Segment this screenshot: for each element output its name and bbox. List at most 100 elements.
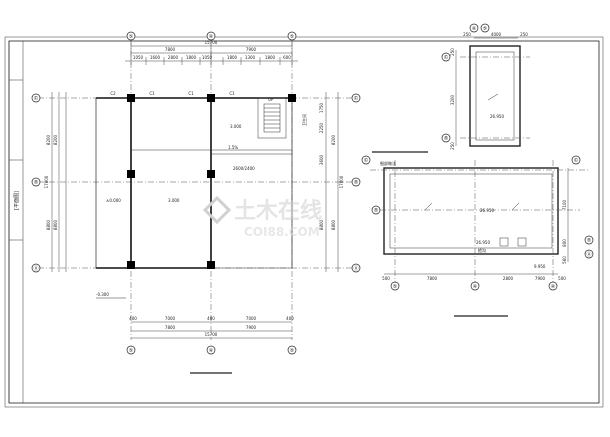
- window-label-1: C2: [110, 91, 116, 96]
- svg-text:3600: 3600: [319, 154, 324, 165]
- dim-top-span-1: 7800: [165, 47, 176, 52]
- svg-text:1800: 1800: [186, 55, 197, 60]
- svg-text:8800: 8800: [53, 219, 58, 230]
- svg-text:Ⓐ: Ⓐ: [353, 265, 358, 272]
- column: [207, 261, 215, 269]
- svg-text:250: 250: [463, 32, 471, 37]
- small-roof-plan: ④ ⑤ 4000 250 250 © ® 3200 250 250 26.950: [441, 23, 530, 150]
- svg-text:7000: 7000: [165, 316, 176, 321]
- window-label-2: C1: [149, 91, 155, 96]
- door-label: 2600/2400: [233, 166, 255, 171]
- svg-text:④: ④: [472, 26, 477, 32]
- svg-text:250: 250: [450, 48, 455, 56]
- elev-room-2: 3.000: [168, 198, 180, 203]
- svg-text:©: ©: [444, 54, 449, 61]
- grid-bubble-right-a: [351, 263, 361, 273]
- svg-text:7000: 7000: [246, 316, 257, 321]
- svg-text:8200: 8200: [53, 134, 58, 145]
- svg-text:26.950: 26.950: [476, 240, 490, 245]
- svg-text:土木在线: 土木在线: [234, 198, 322, 224]
- svg-text:9.950: 9.950: [534, 264, 546, 269]
- svg-text:2800: 2800: [168, 55, 179, 60]
- svg-text:1600: 1600: [150, 55, 161, 60]
- svg-text:3200: 3200: [450, 94, 455, 105]
- elev-outside: -0.300: [96, 292, 109, 297]
- svg-text:⑤: ⑤: [129, 348, 133, 354]
- svg-text:500: 500: [558, 276, 566, 281]
- svg-text:17800: 17800: [44, 175, 49, 188]
- svg-text:7900: 7900: [535, 276, 546, 281]
- grid-bubble-bottom-2: [206, 345, 216, 355]
- dim-top-span-2: 7900: [246, 47, 257, 52]
- svg-text:7900: 7900: [246, 325, 257, 330]
- svg-text:®: ®: [374, 207, 379, 214]
- main-floor-plan: ⑤ ④ ⑤ 15700 7800 7900 1050 1600 2800 180…: [31, 31, 361, 374]
- svg-text:⑤: ⑤: [393, 284, 397, 290]
- svg-text:7800: 7800: [165, 325, 176, 330]
- svg-text:400: 400: [286, 316, 294, 321]
- sheet-border: [4, 36, 604, 408]
- drawing-number: [平面图]: [14, 191, 20, 210]
- grid-bubble-right-b: [351, 177, 361, 187]
- grid-bubble-left-a: [31, 263, 41, 273]
- svg-text:8200: 8200: [331, 134, 336, 145]
- svg-text:④: ④: [209, 348, 214, 354]
- window-label-3: C1: [188, 91, 194, 96]
- svg-text:©: ©: [34, 95, 39, 102]
- svg-text:1050: 1050: [202, 55, 213, 60]
- svg-text:250: 250: [450, 142, 455, 150]
- svg-text:600: 600: [283, 55, 291, 60]
- elev-room-1: ±0.000: [106, 198, 121, 203]
- svg-text:®: ®: [444, 135, 449, 142]
- roof-plan: © © ® Ⓐ 细部做法 26.950 26.950 檐沟 9.950 7800…: [361, 151, 594, 317]
- column: [127, 170, 135, 178]
- svg-text:⑤: ⑤: [483, 26, 487, 32]
- svg-text:©: ©: [364, 157, 369, 164]
- svg-text:©: ©: [354, 95, 359, 102]
- svg-text:560: 560: [562, 256, 567, 264]
- svg-text:15700: 15700: [205, 332, 218, 337]
- svg-text:1800: 1800: [265, 55, 276, 60]
- svg-text:17800: 17800: [339, 175, 344, 188]
- svg-text:8800: 8800: [46, 219, 51, 230]
- svg-text:250: 250: [520, 32, 528, 37]
- grid-label-top-1: ⑤: [129, 34, 133, 40]
- svg-text:Ⓐ: Ⓐ: [586, 251, 591, 258]
- grid-bubble-left-c: [31, 93, 41, 103]
- stair-note: 1.5%: [228, 145, 238, 150]
- svg-text:7100: 7100: [562, 199, 567, 210]
- grid-bubble-right-c: [351, 93, 361, 103]
- svg-text:8200: 8200: [46, 134, 51, 145]
- svg-text:1050: 1050: [133, 55, 144, 60]
- column: [288, 94, 296, 102]
- svg-text:800: 800: [562, 239, 567, 247]
- svg-text:1300: 1300: [245, 55, 256, 60]
- grid-label-top-3: ⑤: [290, 34, 294, 40]
- svg-text:8800: 8800: [331, 219, 336, 230]
- svg-text:®: ®: [587, 237, 592, 244]
- svg-text:4000: 4000: [491, 32, 502, 37]
- dim-top-segments: 1050 1600 2800 1800 1050 1800 1300 1800 …: [133, 55, 291, 60]
- svg-text:细部做法: 细部做法: [380, 160, 396, 166]
- stair-up-label: UP: [268, 97, 274, 102]
- window-label-4: C1: [229, 91, 235, 96]
- svg-text:1800: 1800: [227, 55, 238, 60]
- svg-text:2800: 2800: [503, 276, 514, 281]
- svg-text:④: ④: [473, 284, 478, 290]
- svg-text:®: ®: [354, 179, 359, 186]
- grid-bubble-left-b: [31, 177, 41, 187]
- side-note: 卫生间: [301, 114, 307, 126]
- watermark: 土木在线 COI88.COM: [202, 195, 322, 239]
- svg-text:400: 400: [207, 316, 215, 321]
- svg-text:500: 500: [382, 276, 390, 281]
- svg-text:7800: 7800: [427, 276, 438, 281]
- elev-roof-center: 26.950: [480, 208, 494, 213]
- column: [127, 94, 135, 102]
- svg-text:COI88.COM: COI88.COM: [244, 225, 320, 239]
- svg-text:檐沟: 檐沟: [478, 247, 486, 253]
- svg-text:Ⓐ: Ⓐ: [33, 265, 38, 272]
- grid-bubble-bottom-3: [287, 345, 297, 355]
- svg-text:©: ©: [574, 157, 579, 164]
